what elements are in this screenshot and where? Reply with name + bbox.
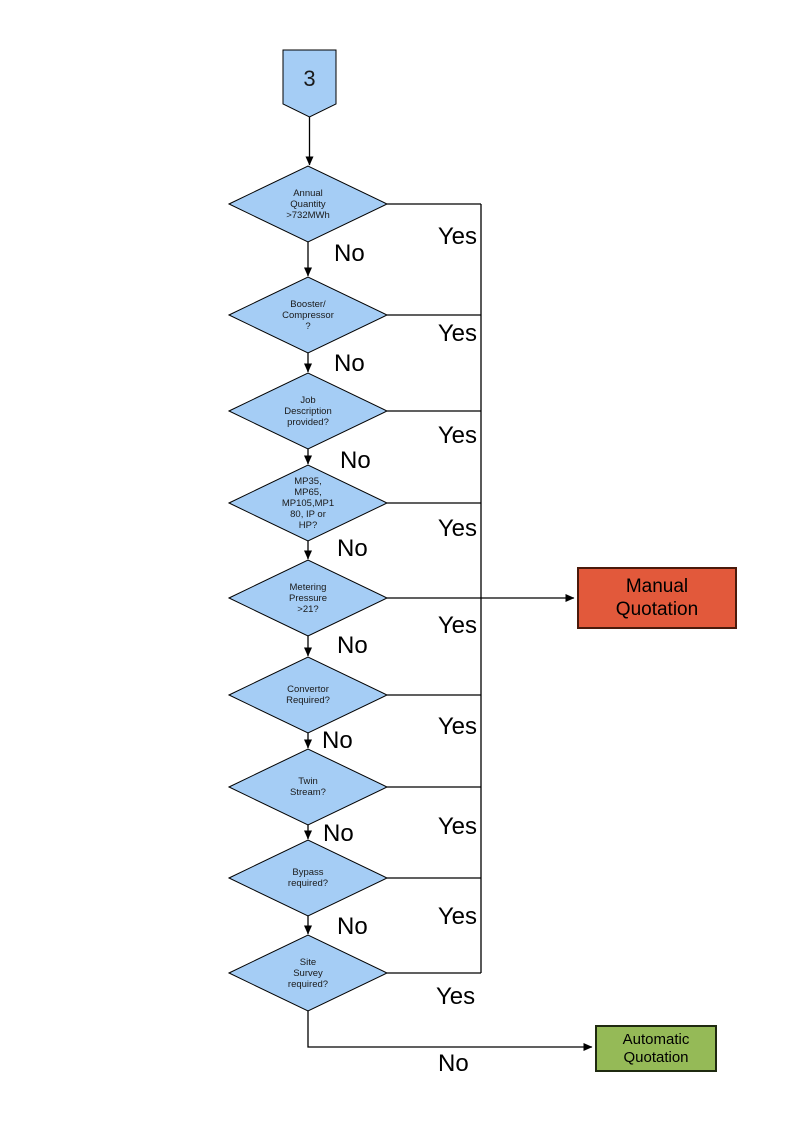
decision-site-survey — [227, 934, 389, 1012]
decision-meter-type — [227, 464, 389, 542]
no-label-6: No — [322, 727, 353, 754]
yes-label-3: Yes — [437, 422, 477, 449]
automatic-quotation-box: Automatic Quotation — [595, 1025, 717, 1072]
decision-twin-stream — [227, 748, 389, 826]
manual-quotation-box: Manual Quotation — [577, 567, 737, 629]
yes-label-5: Yes — [437, 612, 477, 639]
decision-metering-pressure — [227, 559, 389, 637]
decision-job-description — [227, 372, 389, 450]
no-label-5: No — [337, 632, 368, 659]
yes-label-1: Yes — [437, 223, 477, 250]
no-label-1: No — [334, 240, 365, 267]
yes-label-9: Yes — [436, 983, 476, 1010]
yes-label-6: Yes — [437, 713, 477, 740]
offpage-connector-shape — [282, 49, 337, 118]
yes-label-4: Yes — [437, 515, 477, 542]
no-label-8: No — [337, 913, 368, 940]
edge-to-automatic-quotation — [307, 1011, 593, 1051]
no-label-7: No — [323, 820, 354, 847]
no-label-3: No — [340, 447, 371, 474]
decision-convertor — [227, 656, 389, 734]
yes-label-7: Yes — [437, 813, 477, 840]
decision-annual-quantity — [227, 165, 389, 243]
yes-label-8: Yes — [437, 903, 477, 930]
yes-label-2: Yes — [437, 320, 477, 347]
decision-booster-compressor — [227, 276, 389, 354]
no-label-9: No — [438, 1050, 469, 1077]
no-label-2: No — [334, 350, 365, 377]
no-label-4: No — [337, 535, 368, 562]
decision-bypass — [227, 839, 389, 917]
